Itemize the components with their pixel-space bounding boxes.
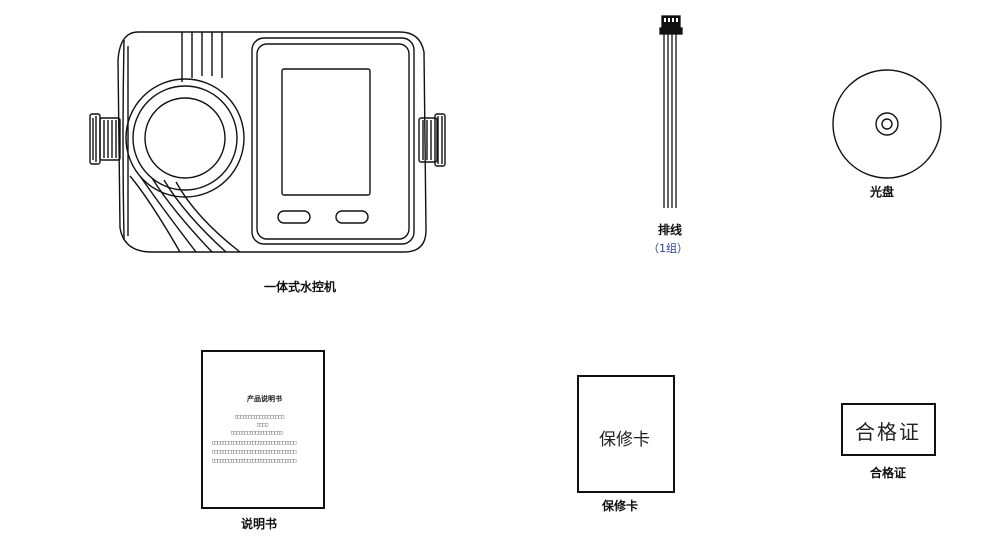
round-sensor	[125, 78, 245, 198]
certificate-label: 合格证	[870, 466, 907, 480]
display-panel	[256, 43, 410, 240]
cable-quantity: （1组）	[648, 242, 688, 255]
controller-body	[117, 31, 427, 253]
right-connector	[418, 113, 446, 167]
controller-label: 一体式水控机	[264, 280, 337, 294]
display-screen	[281, 68, 371, 196]
cable-label: 排线	[658, 223, 683, 237]
disc-illustration	[832, 69, 942, 179]
manual-doc-line: □□□□	[257, 422, 268, 428]
manual-doc-line: □□□□□□□□□□□□□□□□□□□□□□□□□□□□□□□	[212, 440, 297, 446]
manual-document: 产品说明书 □□□□□□□□□□□□□□□□□□ □□□□ □□□□□□□□□□…	[201, 350, 325, 509]
right-button	[335, 210, 369, 224]
warranty-label: 保修卡	[602, 499, 639, 513]
manual-doc-line: □□□□□□□□□□□□□□□□□□□□□□□□□□□□□□□	[212, 458, 297, 464]
warranty-card: 保修卡	[577, 375, 675, 493]
certificate-card: 合格证	[841, 403, 936, 456]
certificate-card-text: 合格证	[855, 420, 921, 444]
left-connector	[89, 113, 121, 165]
warranty-card-text: 保修卡	[599, 430, 650, 450]
left-button	[277, 210, 311, 224]
manual-doc-line: □□□□□□□□□□□□□□□□□□□	[231, 430, 283, 436]
disc-label: 光盘	[870, 185, 895, 199]
manual-doc-line: □□□□□□□□□□□□□□□□□□□□□□□□□□□□□□□	[212, 449, 297, 455]
cable-illustration	[659, 15, 683, 208]
manual-label: 说明书	[241, 517, 278, 531]
manual-doc-line: □□□□□□□□□□□□□□□□□□	[235, 414, 284, 420]
manual-doc-title: 产品说明书	[247, 395, 282, 403]
